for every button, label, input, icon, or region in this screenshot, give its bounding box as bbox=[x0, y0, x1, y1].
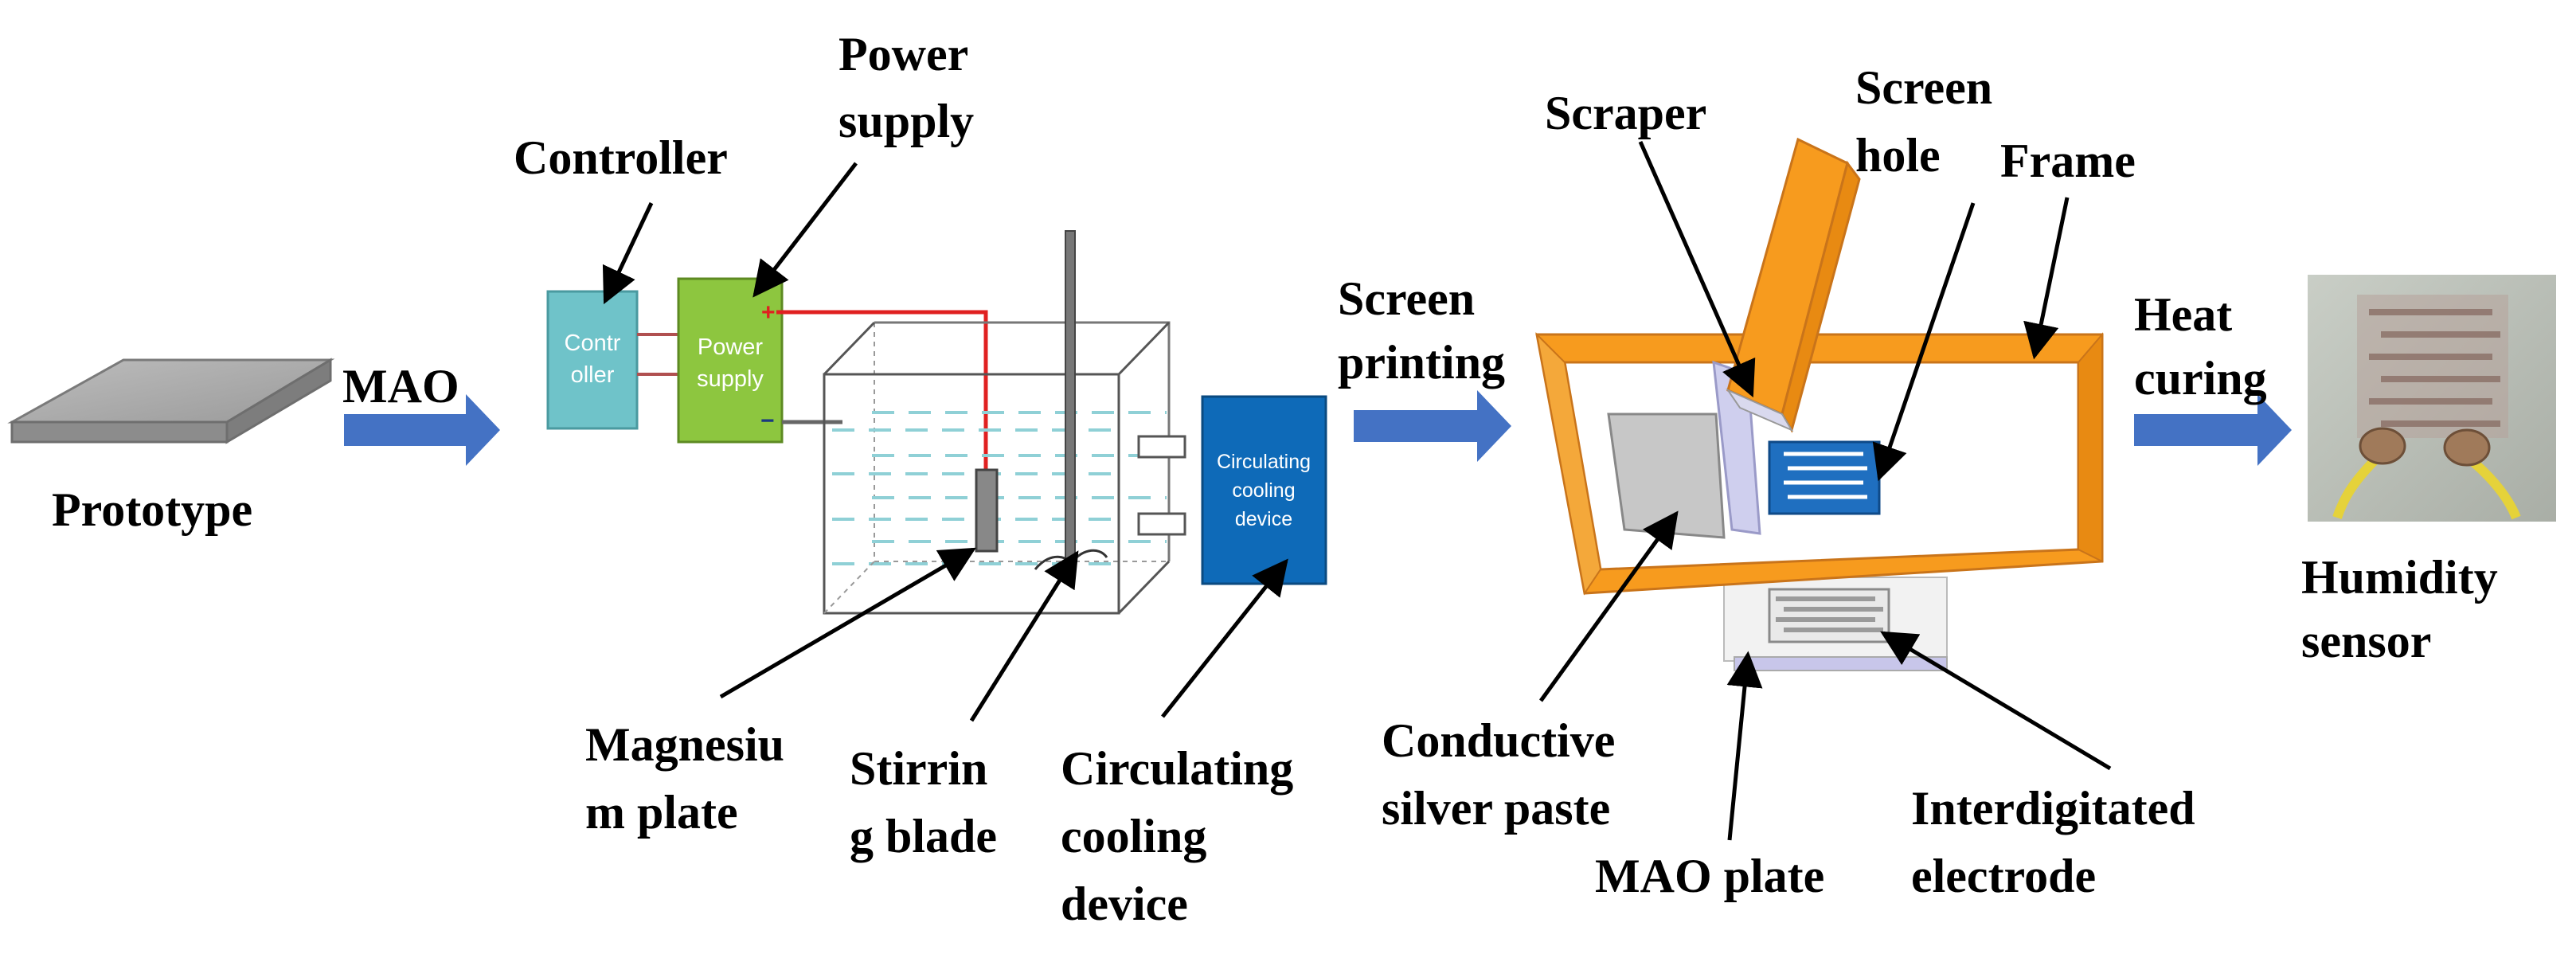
cooling-device-label-2: cooling bbox=[1061, 810, 1206, 862]
stirring-blade-label-2: g blade bbox=[850, 810, 997, 862]
power-supply-text-1: Power bbox=[698, 334, 764, 360]
silver-paste bbox=[1607, 413, 1726, 539]
cooling-device-text-1: Circulating bbox=[1217, 451, 1311, 473]
power-supply-label-1: Power bbox=[838, 28, 968, 80]
interdigitated-electrode-pointer bbox=[1880, 631, 2112, 771]
controller-label: Controller bbox=[514, 131, 728, 184]
controller-text-1: Contr bbox=[565, 330, 621, 356]
prototype-plate bbox=[7, 358, 335, 444]
scraper-label: Scraper bbox=[1545, 87, 1706, 139]
cooling-device-pointer bbox=[1161, 558, 1288, 718]
magnesium-plate-pointer bbox=[719, 547, 976, 699]
screen-printing-label-2: printing bbox=[1338, 336, 1505, 389]
heat-curing-label-1: Heat bbox=[2134, 288, 2232, 341]
power-supply-box bbox=[677, 277, 784, 444]
interdigitated-electrode-label-2: electrode bbox=[1911, 850, 2096, 902]
magnesium-plate-label-2: m plate bbox=[585, 786, 738, 839]
screen-hole-label-2: hole bbox=[1855, 129, 1941, 182]
screen-hole-pattern bbox=[1768, 440, 1881, 515]
stirring-rod bbox=[1065, 230, 1076, 566]
interdigitated-electrode-label-1: Interdigitated bbox=[1911, 782, 2195, 835]
mao-plate-pointer bbox=[1726, 651, 1763, 841]
printed-electrode bbox=[1768, 588, 1890, 643]
heat-curing-label-2: curing bbox=[2134, 352, 2267, 405]
screen-printing-arrow bbox=[1354, 390, 1511, 462]
plus-terminal: + bbox=[761, 299, 776, 326]
screen-hole-label-1: Screen bbox=[1855, 61, 1992, 114]
power-supply-text-2: supply bbox=[697, 366, 764, 392]
cooling-device-box bbox=[1201, 395, 1327, 585]
heat-curing-arrow bbox=[2134, 394, 2292, 466]
screen-printing-label-1: Screen bbox=[1338, 272, 1475, 325]
cooling-device-label-1: Circulating bbox=[1061, 742, 1293, 795]
silver-paste-pointer bbox=[1538, 510, 1679, 702]
stirring-blade-pointer bbox=[969, 550, 1079, 722]
screen-hole-pointer bbox=[1872, 202, 1976, 482]
controller-box bbox=[546, 290, 639, 430]
pipe-upper bbox=[1137, 435, 1186, 459]
humidity-sensor-label-1: Humidity bbox=[2301, 551, 2498, 604]
mao-plate-label: MAO plate bbox=[1595, 850, 1824, 902]
controller-pointer bbox=[602, 201, 654, 305]
frame-pointer bbox=[2023, 197, 2070, 360]
magnesium-plate bbox=[975, 468, 999, 553]
cooling-device-text-2: cooling bbox=[1232, 479, 1295, 502]
silver-paste-label-2: silver paste bbox=[1382, 782, 1610, 835]
mao-label: MAO bbox=[342, 360, 459, 413]
pipe-lower bbox=[1137, 512, 1186, 536]
magnesium-plate-label-1: Magnesiu bbox=[585, 718, 784, 771]
scraper bbox=[1726, 137, 1861, 433]
power-supply-pointer bbox=[752, 162, 858, 298]
cooling-device-label-3: device bbox=[1061, 878, 1188, 930]
humidity-sensor-photo bbox=[2308, 275, 2556, 522]
humidity-sensor-label-2: sensor bbox=[2301, 615, 2431, 667]
stirring-blade-label-1: Stirrin bbox=[850, 742, 987, 795]
power-supply-label-2: supply bbox=[838, 95, 974, 147]
positive-wire bbox=[776, 310, 988, 470]
scraper-pointer bbox=[1638, 140, 1756, 398]
minus-terminal: − bbox=[760, 408, 775, 434]
controller-text-2: oller bbox=[571, 362, 615, 388]
prototype-label: Prototype bbox=[52, 483, 252, 536]
silver-paste-label-1: Conductive bbox=[1382, 714, 1615, 767]
frame-label: Frame bbox=[2000, 135, 2136, 187]
cooling-device-text-3: device bbox=[1235, 508, 1292, 530]
mao-arrow bbox=[344, 394, 500, 466]
electrolytic-tank bbox=[823, 321, 1171, 615]
